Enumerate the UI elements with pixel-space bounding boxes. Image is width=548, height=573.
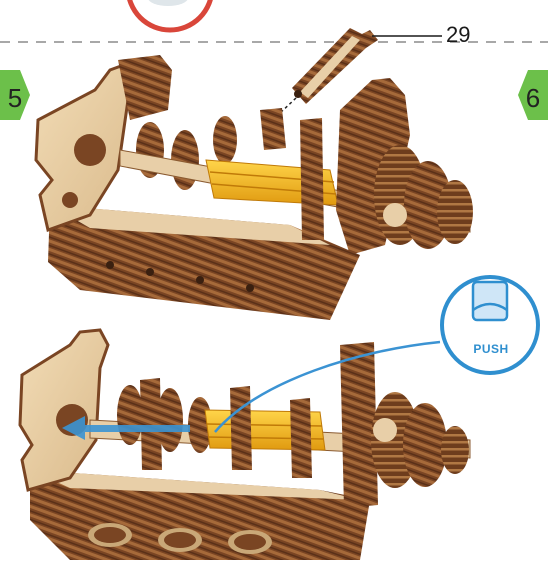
step-number-6: 6 [518,78,548,118]
upper-engine-assembly [36,55,473,320]
warning-badge-icon [128,0,212,30]
lower-engine-assembly [20,330,470,560]
part-number-label: 29 [446,22,470,48]
push-finger-icon [473,282,507,320]
push-callout [442,277,538,373]
push-label: PUSH [466,342,516,356]
step-number-5: 5 [0,78,30,118]
